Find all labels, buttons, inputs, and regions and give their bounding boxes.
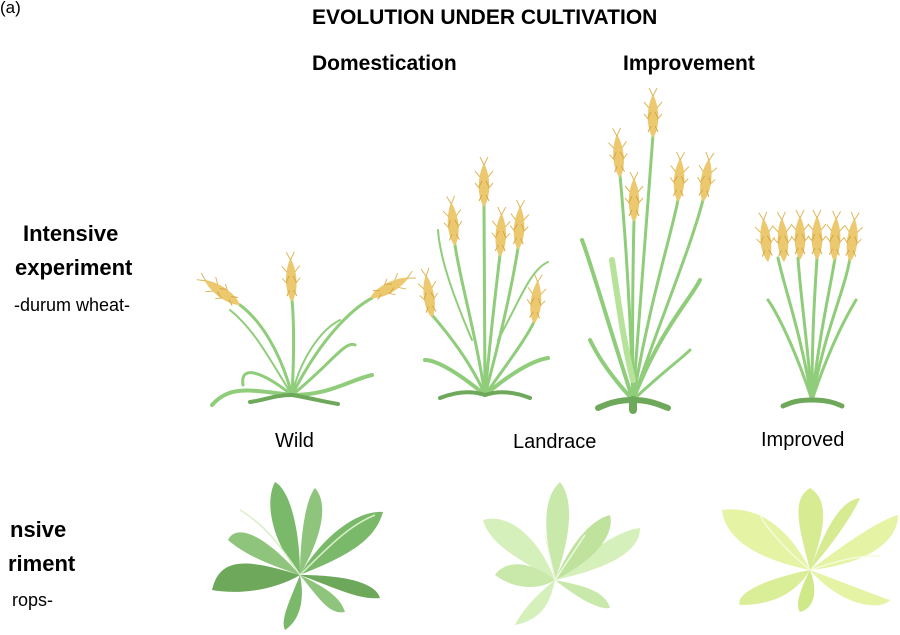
- improved-spike-5: [825, 211, 846, 262]
- wild-spike-right: [366, 267, 419, 306]
- wild-spike-center: [281, 252, 301, 303]
- tall-spike-3: [669, 152, 690, 203]
- improved-spike-6: [841, 211, 864, 263]
- wild-wheat-plant: [212, 298, 372, 405]
- tall-spike-4: [694, 151, 719, 203]
- landrace-wheat-plant: [425, 205, 548, 398]
- landrace-lettuce-plant: [483, 482, 640, 625]
- tall-wheat-plant: [582, 135, 703, 410]
- landrace-spike-1: [442, 195, 464, 246]
- wild-lettuce-plant: [212, 482, 383, 630]
- landrace-spike-3: [491, 207, 511, 258]
- landrace-spike-5: [416, 267, 441, 319]
- wild-spike-left: [194, 269, 245, 312]
- landrace-spike-4: [509, 200, 530, 251]
- improved-spike-1: [754, 211, 777, 263]
- improved-wheat-plant: [768, 258, 856, 406]
- landrace-spike-2: [475, 157, 493, 207]
- tall-spike-5: [625, 172, 643, 222]
- improved-spike-3: [791, 210, 809, 260]
- improved-spike-4: [808, 210, 826, 260]
- tall-spike-2: [644, 88, 662, 138]
- improved-spike-2: [772, 212, 793, 263]
- tall-spike-1: [608, 127, 629, 178]
- improved-lettuce-plant: [722, 488, 898, 612]
